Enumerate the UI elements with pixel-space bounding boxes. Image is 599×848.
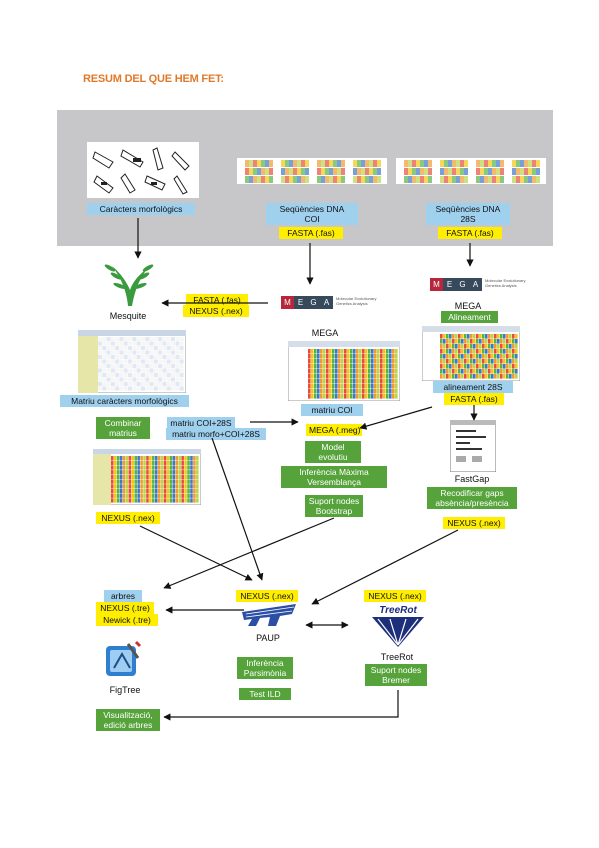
mesquite-input-nexus: NEXUS (.nex) [183, 305, 249, 317]
dna-28s-format: FASTA (.fas) [438, 227, 502, 239]
figtree-icon [106, 640, 142, 676]
combined-morph-coi-28s: matriu morfo+COI+28S [166, 428, 266, 440]
nexus-left-format: NEXUS (.nex) [96, 512, 160, 524]
recode-nexus-format: NEXUS (.nex) [443, 517, 505, 529]
dna-28s-label: Seqüències DNA 28S [426, 203, 510, 225]
evolutionary-model: Model evolutiu [305, 441, 361, 463]
ild-test: Test ILD [239, 688, 291, 700]
morph-matrix-screenshot [78, 330, 186, 393]
mega-caption: Genetics Analysis [485, 283, 517, 288]
paup-logo-icon [242, 604, 296, 626]
combined-coi-28s: matriu COI+28S [167, 417, 235, 429]
mega-meg-format: MEGA (.meg) [306, 424, 362, 436]
mega-caption: Genetics Analysis [336, 301, 368, 306]
max-likelihood-inference: Inferència Màxima Versemblança [281, 466, 387, 488]
treerot-logo-text: TreeRot [379, 605, 417, 616]
parsimony-inference: Inferència Parsimònia [237, 657, 293, 679]
morphology-drawings-image [87, 142, 199, 198]
mega-center-label: MEGA [311, 328, 339, 338]
mega-caption: Molecular Evolutionary [336, 296, 377, 301]
visualization-editing: Visualització, edició arbres [96, 709, 160, 731]
treerot-input-nexus: NEXUS (.nex) [364, 590, 426, 602]
combine-matrices: Combinar matrius [96, 417, 150, 439]
alignment-28s-label: alineament 28S [433, 381, 513, 393]
arrow-bootstrap-to-trees [163, 517, 335, 589]
fastgap-label: FastGap [454, 474, 490, 484]
page-title: RESUM DEL QUE HEM FET: [83, 73, 224, 85]
mega-right-logo: M E G A Molecular Evolutionary Genetics … [430, 278, 525, 291]
mega-letter: G [307, 296, 320, 309]
dna-coi-title: Seqüències DNA [279, 204, 345, 214]
mesquite-logo-icon [104, 264, 154, 306]
dna-coi-sequence-image [237, 158, 387, 184]
morph-matrix-label: Matriu caràcters morfològics [60, 395, 189, 407]
mega-letter: A [320, 296, 333, 309]
fastgap-screenshot [450, 420, 496, 472]
treerot-label: TreeRot [380, 652, 414, 662]
dna-coi-label: Seqüències DNA COI [266, 203, 358, 225]
mega-center-screenshot [288, 341, 400, 401]
dna-28s-sequence-image [396, 158, 546, 184]
dna-coi-format: FASTA (.fas) [279, 227, 343, 239]
paup-input-nexus: NEXUS (.nex) [236, 590, 298, 602]
morph-characters-label: Caràcters morfològics [87, 203, 195, 215]
bremer-support: Suport nodes Bremer [365, 664, 427, 686]
mega-letter: G [456, 278, 469, 291]
paup-label: PAUP [256, 633, 280, 643]
dna-28s-title: Seqüències DNA [435, 204, 501, 214]
combined-matrix-screenshot [93, 449, 201, 505]
arrow-combined-to-paup [211, 437, 264, 581]
mega-letter: E [294, 296, 307, 309]
trees-newick-format: Newick (.tre) [96, 614, 158, 626]
mega-right-alignment: Alineament [441, 311, 498, 323]
trees-nexus-format: NEXUS (.tre) [96, 602, 154, 614]
mega-letter: E [443, 278, 456, 291]
figtree-label: FigTree [109, 685, 141, 695]
mega-right-screenshot [422, 326, 520, 381]
mega-caption: Molecular Evolutionary [485, 278, 526, 283]
mega-letter: M [430, 278, 443, 291]
arrow-28s-to-mega-meg [359, 406, 433, 430]
arrow-nexus-to-paup [139, 525, 253, 581]
recode-gaps: Recodificar gaps absència/presència [427, 487, 517, 509]
treerot-logo-icon: TreeRot [372, 605, 424, 647]
mega-right-label: MEGA [454, 301, 482, 311]
trees-label: arbres [104, 590, 142, 602]
dna-coi-sub: COI [304, 214, 320, 224]
mesquite-label: Mesquite [109, 311, 147, 321]
mega-center-logo: M E G A Molecular Evolutionary Genetics … [281, 296, 376, 309]
alignment-28s-format: FASTA (.fas) [444, 393, 504, 405]
bootstrap-support: Suport nodes Bootstrap [305, 495, 363, 517]
mega-letter: A [469, 278, 482, 291]
dna-28s-sub: 28S [460, 214, 476, 224]
mega-letter: M [281, 296, 294, 309]
matrix-coi-label: matriu COI [301, 404, 363, 416]
